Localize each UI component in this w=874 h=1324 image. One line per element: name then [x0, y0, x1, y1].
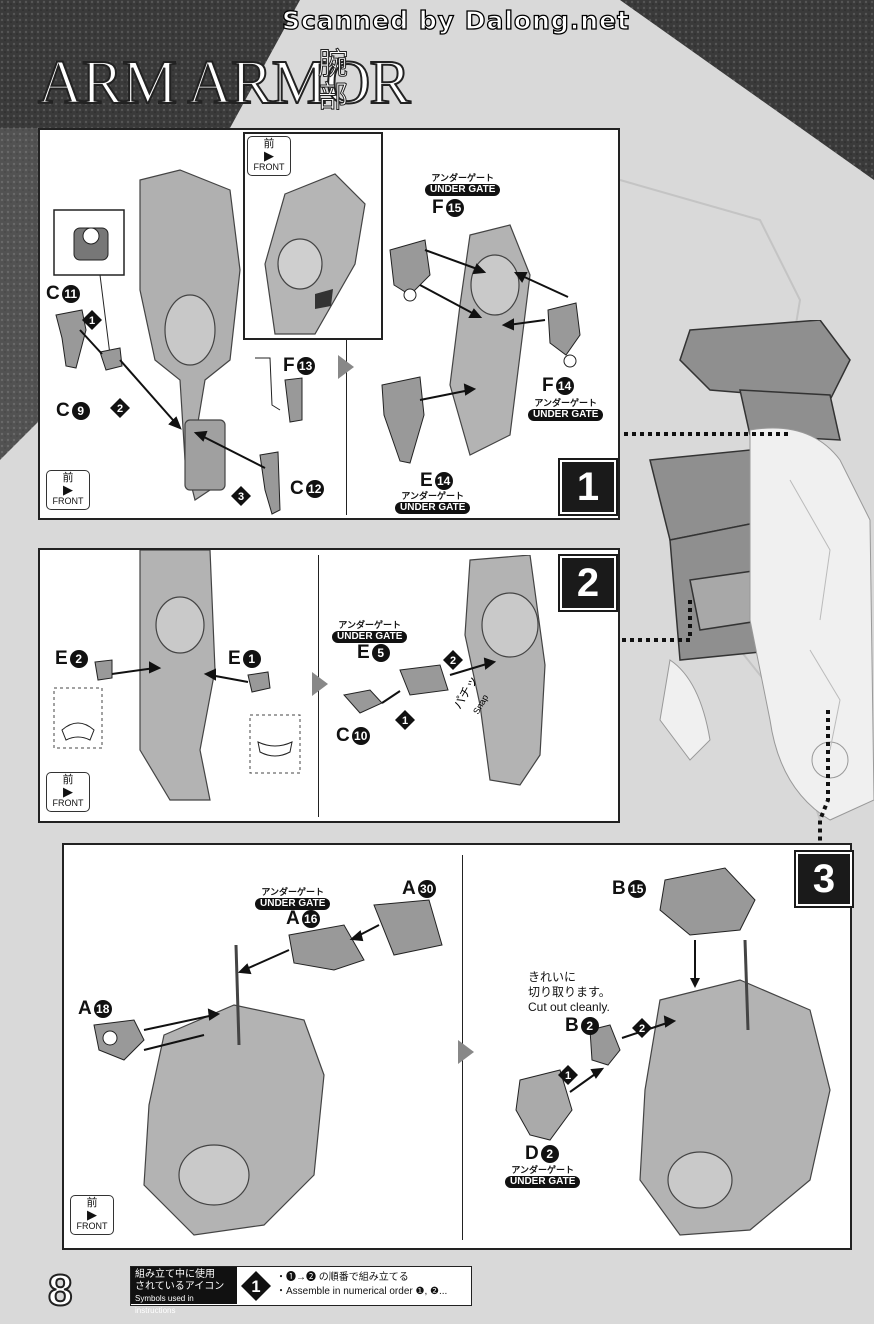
order-2-icon: 2: [632, 1018, 652, 1038]
icon-legend: 組み立て中に使用 されているアイコン Symbols used in instr…: [130, 1266, 472, 1315]
order-1-icon: 1: [558, 1065, 578, 1085]
step1-zoom-artwork: [264, 173, 366, 335]
legend-description: ・❶→❷ の順番で組み立てる ・Assemble in numerical or…: [276, 1272, 448, 1297]
front-indicator: 前 ▶ FRONT: [46, 470, 90, 510]
front-indicator: 前 ▶ FRONT: [46, 772, 90, 812]
svg-text:1: 1: [402, 715, 408, 727]
legend-title: 組み立て中に使用 されているアイコン Symbols used in instr…: [131, 1267, 237, 1315]
step1-number: 1: [560, 460, 616, 514]
svg-text:2: 2: [117, 403, 123, 415]
order-2-icon: 2: [443, 650, 463, 670]
order-1-icon: 1: [395, 710, 415, 730]
next-arrow-icon: [338, 355, 354, 379]
step3-left-artwork: [93, 899, 443, 1236]
svg-text:1: 1: [251, 1278, 260, 1296]
step2-number: 2: [560, 556, 616, 610]
svg-text:1: 1: [89, 315, 95, 327]
step1-right-artwork: [381, 224, 581, 464]
svg-text:1: 1: [565, 1070, 571, 1082]
step2-left-artwork: [53, 550, 301, 801]
step3-number: 3: [796, 852, 852, 906]
order-1-icon: 1: [82, 310, 102, 330]
front-arrow-icon: ▶: [264, 148, 274, 163]
front-arrow-icon: ▶: [63, 482, 73, 497]
step1-left-artwork: [53, 169, 303, 515]
scan-credit: Scanned by Dalong.net: [281, 5, 631, 35]
order-2-icon: 2: [110, 398, 130, 418]
page-number: 8: [47, 1265, 74, 1316]
step1-zoom-callout: 前 ▶ FRONT: [243, 132, 383, 340]
front-indicator: 前 ▶ FRONT: [247, 136, 291, 176]
page-title-japanese: 腕部: [318, 47, 349, 115]
front-arrow-icon: ▶: [87, 1207, 97, 1222]
cut-note: きれいに 切り取ります。 Cut out cleanly.: [528, 970, 611, 1014]
svg-text:2: 2: [639, 1023, 645, 1035]
step2-right-artwork: パチッ Snap: [343, 555, 546, 786]
step3-right-artwork: [515, 867, 831, 1236]
order-diamond-icon: 1: [241, 1271, 271, 1301]
order-3-icon: 3: [231, 486, 251, 506]
next-arrow-icon: [458, 1040, 474, 1064]
next-arrow-icon: [312, 672, 328, 696]
svg-text:3: 3: [238, 491, 244, 503]
front-indicator: 前 ▶ FRONT: [70, 1195, 114, 1235]
front-arrow-icon: ▶: [63, 784, 73, 799]
svg-text:2: 2: [450, 655, 456, 667]
page-title: ARM ARMOR: [37, 49, 412, 117]
completed-arm-illustration: [649, 320, 874, 821]
